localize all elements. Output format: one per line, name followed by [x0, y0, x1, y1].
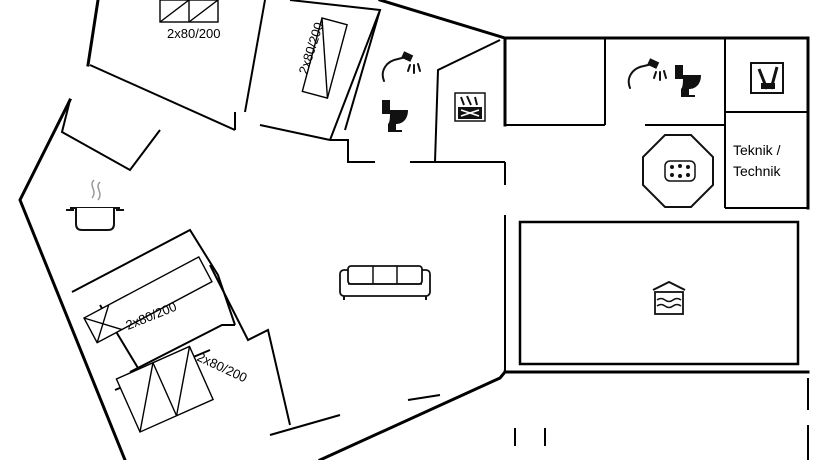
technik-label-line1: Teknik /	[733, 142, 781, 158]
toilet-icon	[675, 65, 701, 97]
washing-machine-icon	[750, 62, 784, 94]
bed-lower-left	[83, 256, 213, 344]
swimming-pool-icon	[652, 280, 686, 315]
sauna-icon	[454, 92, 486, 122]
bed-top-left	[159, 0, 219, 23]
bed-bottom-left	[115, 345, 215, 433]
shower-icon	[381, 51, 421, 82]
bed-top-second	[301, 17, 348, 99]
toilet-icon	[382, 100, 408, 132]
bed-label: 2x80/200	[167, 26, 221, 41]
technik-label-line2: Technik	[733, 163, 781, 179]
shower-icon	[627, 58, 667, 89]
whirlpool-icon	[642, 134, 714, 208]
cooking-pot-icon	[66, 179, 124, 231]
sofa-icon	[339, 265, 431, 300]
outer-walls	[18, 0, 810, 460]
